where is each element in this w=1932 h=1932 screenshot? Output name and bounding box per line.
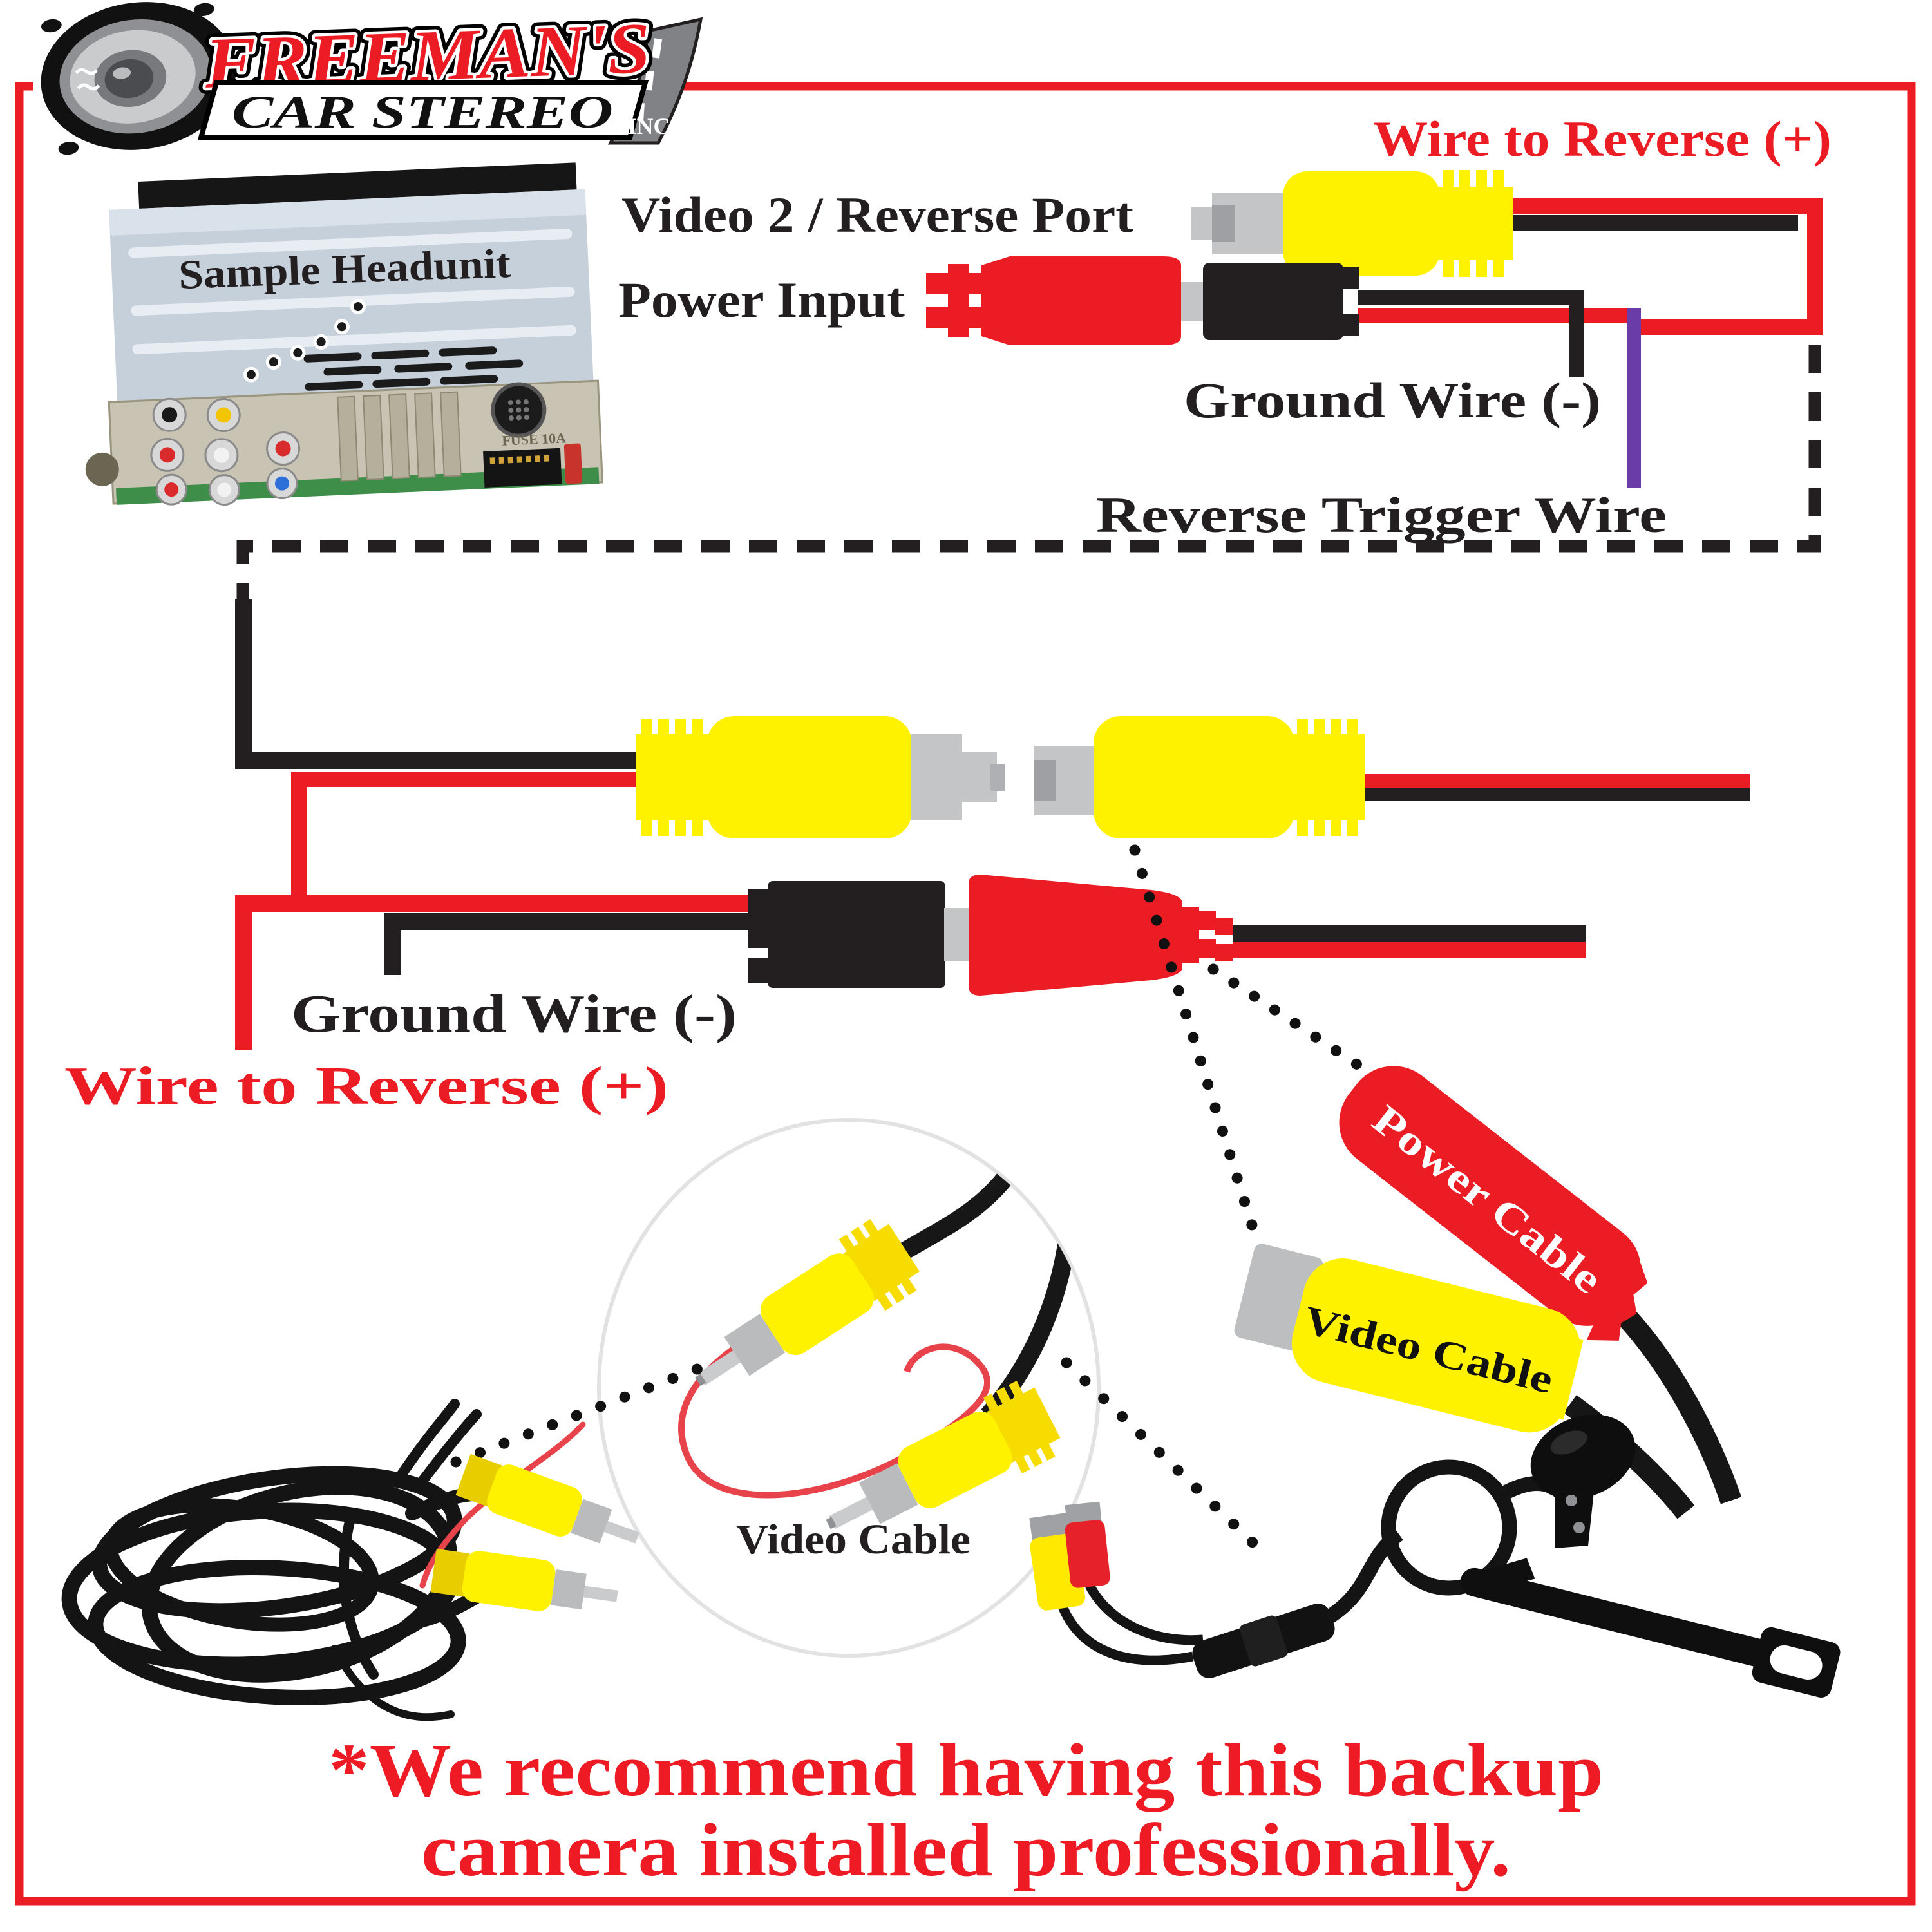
brand-subtitle-box: [197, 80, 649, 140]
coil-cable-photo: [61, 1399, 639, 1721]
video-cable-inset: Video Cable: [597, 1118, 1101, 1658]
leader-video-cable: [1129, 844, 1263, 1247]
label-reverse-trigger: Reverse Trigger Wire: [1096, 487, 1667, 543]
camera-head: [1530, 1414, 1636, 1499]
leader-coil-to-inset: [450, 1359, 713, 1468]
ground-wire-stub: [1569, 305, 1584, 377]
top-wiring: [1358, 198, 1823, 488]
inset-rca-upper: [695, 1219, 920, 1387]
reverse-trigger-wire: [1627, 308, 1641, 488]
leader-power-cable: [1208, 963, 1370, 1075]
video-cable-tag: Video Cable: [1234, 1244, 1584, 1433]
label-ground-wire-top: Ground Wire (-): [1184, 372, 1601, 428]
brand-subtitle: CAR STEREO: [232, 86, 613, 138]
leader-inset-to-camera: [1061, 1357, 1259, 1549]
rca-female-connector-mid: [1034, 716, 1365, 838]
inset-rca-lower: [826, 1380, 1061, 1530]
wire-to-reverse-mid: [235, 895, 252, 1050]
power-input-connector-top: [926, 256, 1359, 345]
ground-wire-mid-stub: [384, 913, 401, 975]
dashed-route: [236, 345, 1821, 600]
backup-camera-photo: [1029, 1414, 1841, 1698]
mid-wiring: [235, 599, 1750, 1050]
label-video-port: Video 2 / Reverse Port: [621, 187, 1133, 243]
headunit-photo: FUSE 10A Sample Headunit: [85, 162, 603, 506]
speaker-icon: [41, 2, 236, 155]
camera-barrel-connector: [1192, 1604, 1335, 1678]
coil-rca-lower: [430, 1548, 618, 1611]
coil-rca-upper: [455, 1454, 639, 1544]
rca-jack-cluster: [85, 397, 301, 506]
footer-line-1: *We recommend having this backup: [328, 1728, 1604, 1812]
brand-suffix: INC.: [627, 113, 676, 139]
fuse-label: FUSE 10A: [502, 430, 567, 448]
inset-label: Video Cable: [736, 1516, 971, 1563]
fuse: [564, 443, 583, 484]
coil-red-wire: [419, 1421, 586, 1589]
rca-video-connector-top: [1191, 170, 1513, 277]
camera-bracket: [1460, 1558, 1841, 1698]
rca-male-connector-mid: [636, 716, 1005, 838]
footer-note: *We recommend having this backup camera …: [328, 1728, 1604, 1892]
label-ground-wire-mid: Ground Wire (-): [291, 984, 737, 1044]
footer-line-2: camera installed professionally.: [421, 1808, 1511, 1892]
headunit-leader-dots: [235, 302, 363, 391]
label-wire-to-reverse-top: Wire to Reverse (+): [1373, 111, 1832, 167]
camera-rca-red: [1065, 1501, 1110, 1588]
label-power-input: Power Input: [618, 272, 905, 328]
brand-logo: FREEMAN'S FREEMAN'S FREEMAN'S CAR STEREO…: [33, 2, 703, 155]
power-connector-mid: [748, 875, 1233, 996]
label-wire-to-reverse-mid: Wire to Reverse (+): [64, 1056, 668, 1116]
harness-connector: [483, 448, 562, 488]
page-border: [15, 82, 1916, 1906]
